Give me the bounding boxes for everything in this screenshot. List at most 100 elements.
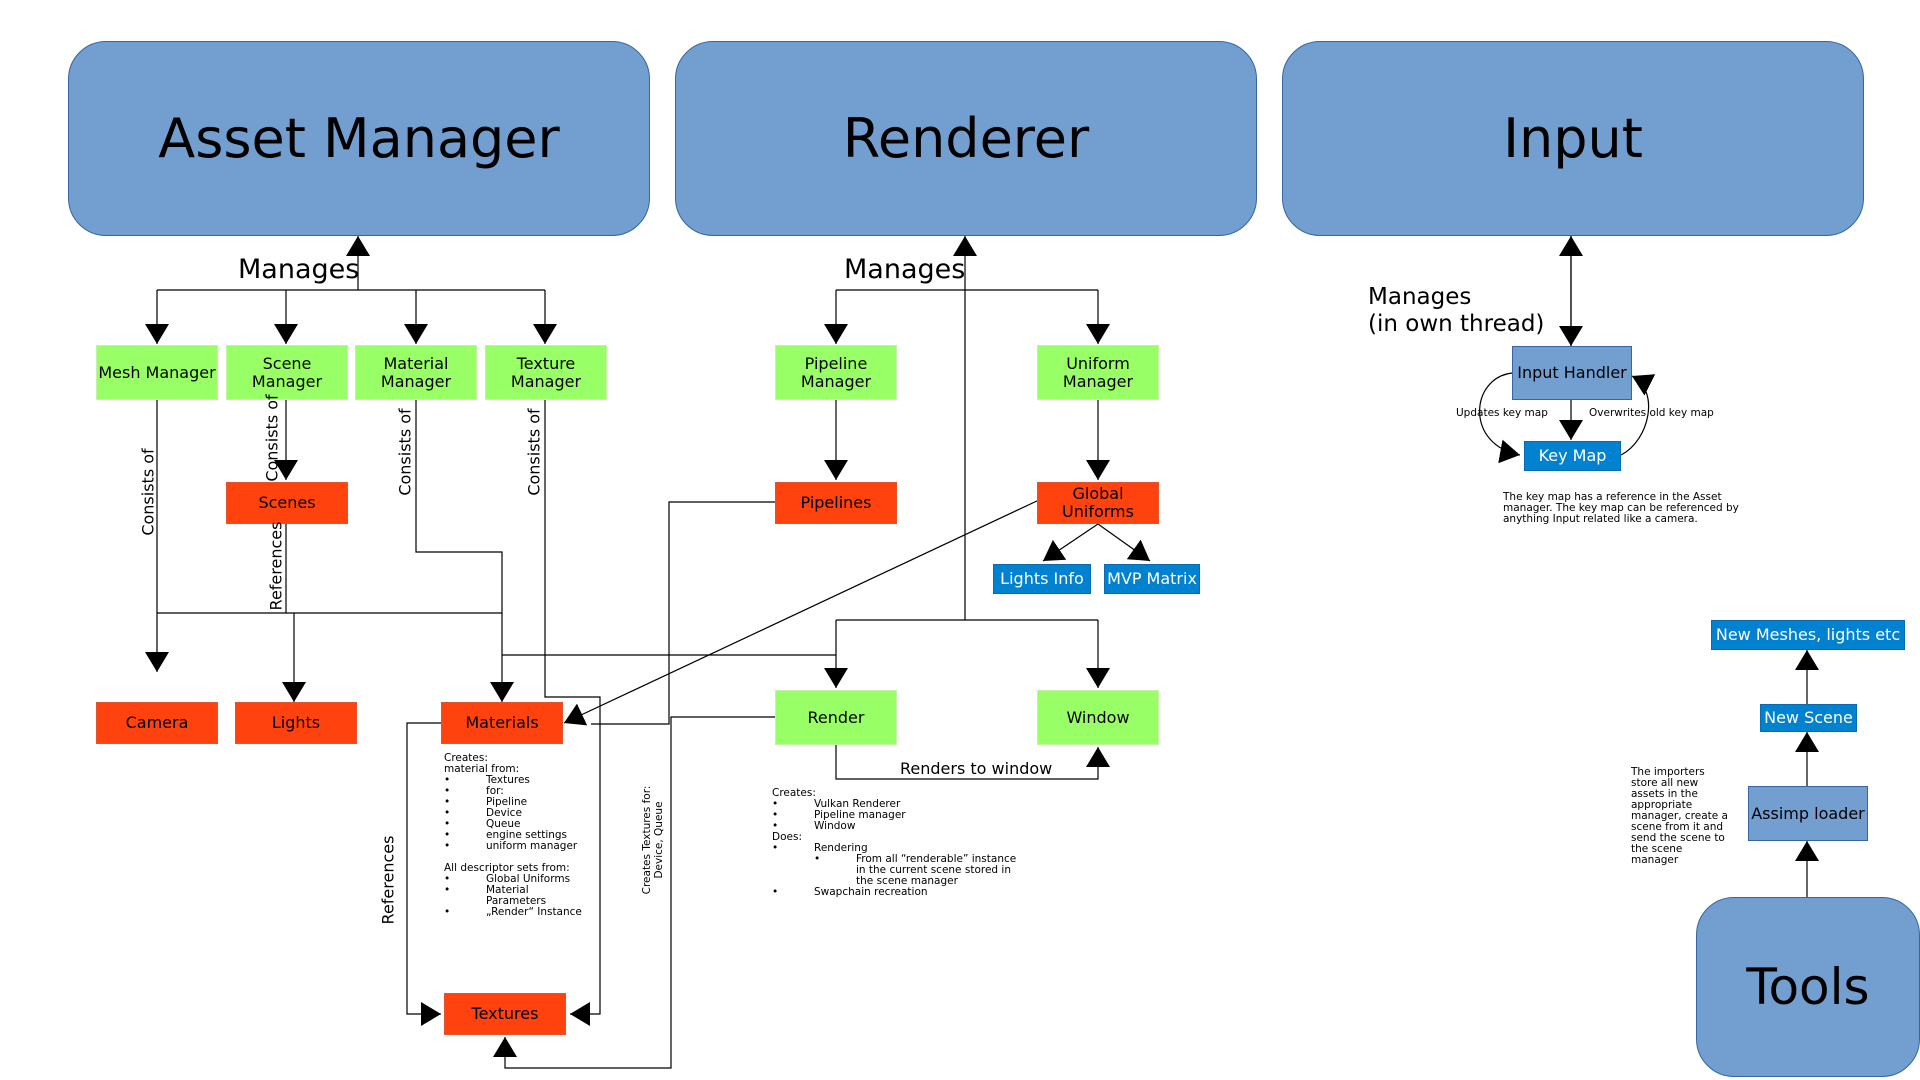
bullet: •	[772, 820, 779, 832]
scene-manager-label: Scene Manager	[251, 353, 323, 391]
tools-note-line: manager, create a	[1631, 810, 1728, 822]
material-consists-of-label: Consists of	[395, 408, 415, 496]
mvp-matrix-label: MVP Matrix	[1107, 569, 1197, 588]
renderer-module: Renderer	[675, 41, 1257, 236]
pipeline-manager-line-1: Pipeline	[804, 353, 868, 373]
render-notes-rendering-detail: the scene manager	[856, 875, 958, 887]
scene-consists-of-label: Consists of	[262, 394, 282, 482]
bullet: •	[444, 774, 451, 786]
window-node: Window	[1037, 690, 1159, 745]
materials-notes-for-item: Device	[486, 807, 522, 819]
render-notes-create-item: Vulkan Renderer	[814, 798, 901, 810]
renders-to-window-label: Renders to window	[900, 759, 1053, 778]
tools-note-line: assets in the	[1631, 788, 1698, 800]
tools-note-line: send the scene to	[1631, 832, 1725, 844]
new-meshes-node: New Meshes, lights etc	[1711, 620, 1905, 650]
bullet: •	[444, 829, 451, 841]
camera-node: Camera	[96, 702, 218, 744]
uniform-manager-line-1: Uniform	[1066, 353, 1130, 373]
pipeline-manager-line-2: Manager	[800, 371, 872, 391]
input-manages-line-2: (in own thread)	[1368, 311, 1545, 337]
bullet: •	[772, 798, 779, 810]
lights-info-label: Lights Info	[1000, 569, 1084, 588]
scene-references-label: References	[266, 521, 286, 611]
textures-node: Textures	[444, 993, 566, 1035]
bullet: •	[444, 796, 451, 808]
lights-node: Lights	[235, 702, 357, 744]
bullet: •	[772, 809, 779, 821]
render-notes-create-item: Window	[814, 820, 856, 832]
new-scene-node: New Scene	[1760, 704, 1857, 732]
camera-label: Camera	[125, 713, 189, 732]
render-label: Render	[807, 707, 865, 727]
materials-notes-creates: Creates:	[444, 752, 488, 764]
materials-notes-for-item: engine settings	[486, 829, 568, 841]
materials-notes-descriptor: All descriptor sets from:	[444, 862, 570, 874]
input-handler-label: Input Handler	[1517, 363, 1627, 382]
renderer-title: Renderer	[842, 107, 1090, 170]
texture-consists-of-label: Consists of	[524, 408, 544, 496]
tools-note-line: manager	[1631, 854, 1679, 866]
input-manages-line-1: Manages	[1368, 284, 1472, 310]
texture-manager-line-2: Manager	[510, 371, 582, 391]
tools-title: Tools	[1746, 958, 1870, 1016]
lights-info-node: Lights Info	[993, 564, 1091, 594]
render-notes-rendering: Rendering	[814, 842, 868, 854]
texture-manager-line-1: Texture	[516, 353, 576, 373]
tools-note-line: appropriate	[1631, 799, 1693, 811]
render-node: Render	[775, 690, 897, 745]
key-map-label: Key Map	[1538, 446, 1607, 465]
key-map-node: Key Map	[1524, 441, 1621, 471]
render-notes-creates: Creates:	[772, 787, 816, 799]
scenes-label: Scenes	[258, 493, 316, 512]
render-notes-does: Does:	[772, 831, 802, 843]
mvp-matrix-node: MVP Matrix	[1104, 564, 1200, 594]
materials-label: Materials	[465, 713, 539, 732]
key-map-note-line: The key map has a reference in the Asset	[1503, 491, 1722, 503]
bullet: •	[444, 884, 451, 896]
materials-notes-for: for:	[486, 785, 504, 797]
creates-textures-label: Creates Textures for:Device, Queue	[641, 786, 665, 895]
tools-note-line: The importers	[1631, 766, 1705, 778]
bullet: •	[814, 853, 821, 865]
input-title: Input	[1503, 107, 1643, 170]
materials-notes-material-from: material from:	[444, 763, 520, 775]
pipelines-node: Pipelines	[775, 482, 897, 524]
new-scene-label: New Scene	[1764, 708, 1853, 727]
mesh-consists-of-label: Consists of	[138, 448, 158, 536]
pipelines-label: Pipelines	[800, 493, 872, 512]
assimp-loader-label: Assimp loader	[1751, 803, 1865, 823]
key-map-note: The key map has a reference in the Asset…	[1503, 492, 1739, 525]
materials-notes-descriptor-item: Global Uniforms	[486, 873, 571, 885]
asset-manager-title: Asset Manager	[158, 107, 560, 170]
bullet: •	[444, 873, 451, 885]
tools-note-line: the scene	[1631, 843, 1683, 855]
materials-notes-descriptor-item: Material	[486, 884, 529, 896]
materials-notes-descriptor-item: Parameters	[486, 895, 547, 907]
scene-manager-node: Scene Manager	[226, 345, 348, 400]
textures-label: Textures	[471, 1004, 539, 1023]
material-manager-line-1: Material	[383, 353, 449, 373]
tools-module: Tools	[1696, 897, 1920, 1077]
materials-notes-for-item: uniform manager	[486, 840, 578, 852]
window-label: Window	[1066, 707, 1130, 727]
bullet: •	[444, 818, 451, 830]
uniform-manager-line-2: Manager	[1062, 371, 1134, 391]
materials-references-label: References	[378, 835, 398, 925]
materials-notes-textures: Textures	[486, 774, 530, 786]
render-notes-rendering-detail: in the current scene stored in	[856, 864, 1011, 876]
input-manages-label: Manages(in own thread)	[1368, 284, 1544, 338]
bullet: •	[444, 906, 451, 918]
updates-key-map-label: Updates key map	[1456, 407, 1548, 419]
input-module: Input	[1282, 41, 1864, 236]
mesh-manager-node: Mesh Manager	[96, 345, 218, 400]
key-map-note-line: manager. The key map can be referenced b…	[1503, 502, 1739, 514]
assimp-loader-node: Assimp loader	[1748, 786, 1868, 841]
render-notes-swapchain: Swapchain recreation	[814, 886, 928, 898]
